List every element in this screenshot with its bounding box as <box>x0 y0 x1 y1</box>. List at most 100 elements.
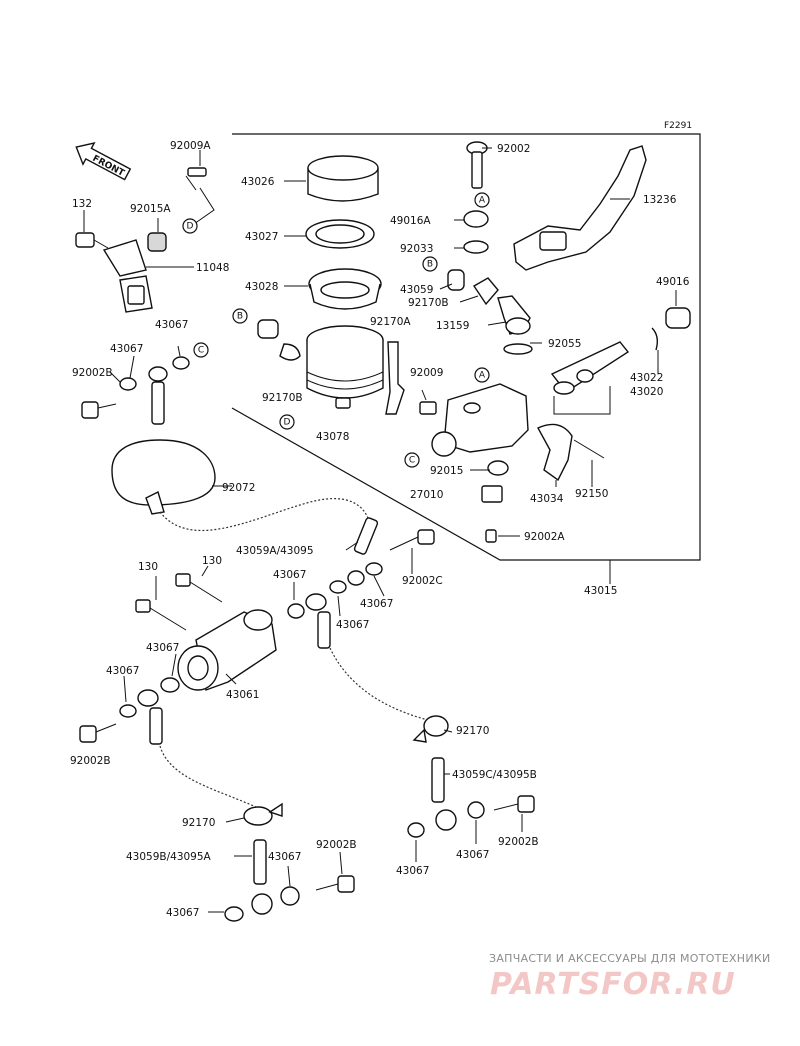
svg-text:B: B <box>237 312 243 322</box>
label-92015: 92015 <box>430 465 463 477</box>
washer-43067-j <box>224 906 244 922</box>
clip-92170B-left <box>257 319 301 361</box>
washer-43067-g <box>160 677 180 693</box>
clamp-92170-left <box>243 802 283 826</box>
label-92072: 92072 <box>222 482 255 494</box>
label-92170-1: 92170 <box>456 725 489 737</box>
banjo-fitting-left-top <box>148 366 168 425</box>
bolt-130-a <box>175 573 223 603</box>
svg-text:B: B <box>427 260 433 270</box>
label-43015: 43015 <box>584 585 617 597</box>
reservoir-cap-43026 <box>307 155 379 202</box>
washer-43067-l <box>407 822 425 838</box>
assembly-frame <box>231 133 701 561</box>
label-92002B-2: 92002B <box>70 755 111 767</box>
bolt-92002B-low-right <box>493 795 535 813</box>
plate-43027 <box>305 219 375 249</box>
diagram-code: F2291 <box>664 121 692 131</box>
label-92002A: 92002A <box>524 531 565 543</box>
ref-circle-a: A A <box>474 192 490 383</box>
bolt-132 <box>75 232 109 249</box>
clamp-92170-right <box>412 715 449 743</box>
label-43020: 43020 <box>630 386 663 398</box>
label-132: 132 <box>72 198 92 210</box>
label-92015A: 92015A <box>130 203 171 215</box>
washer-43067-d <box>365 562 383 576</box>
part-labels: 92009A 132 92015A 11048 43067 43067 9200… <box>70 140 690 919</box>
switch-27010 <box>481 485 503 503</box>
label-43067-3: 43067 <box>273 569 306 581</box>
label-92150: 92150 <box>575 488 608 500</box>
label-92009A: 92009A <box>170 140 211 152</box>
hose-lower-left <box>159 745 259 809</box>
label-13159: 13159 <box>436 320 469 332</box>
label-43067-8: 43067 <box>268 851 301 863</box>
bolt-92002B-low-left <box>315 875 355 893</box>
circlip-43022 <box>651 327 659 351</box>
label-43067-10: 43067 <box>396 865 429 877</box>
svg-text:C: C <box>198 346 204 356</box>
label-43026: 43026 <box>241 176 275 188</box>
plug-43059 <box>447 269 465 291</box>
bolt-130-b <box>135 599 187 631</box>
hose-fitting-43059B <box>251 839 273 915</box>
hose-upper <box>159 498 369 531</box>
clip-92170B <box>473 277 499 306</box>
bolt-92002B-left <box>79 723 117 743</box>
label-92002B-3: 92002B <box>316 839 357 851</box>
svg-text:D: D <box>284 418 291 428</box>
label-92170B-2: 92170B <box>408 297 449 309</box>
banjo-fitting-mid <box>305 593 331 649</box>
label-43067-6: 43067 <box>146 642 179 654</box>
svg-text:A: A <box>479 196 486 206</box>
bracket-92170A <box>385 341 405 415</box>
ref-circle-b: B B <box>232 256 438 324</box>
master-cylinder-body <box>431 383 529 457</box>
bracket-11048 <box>102 239 153 313</box>
washer-43067-e <box>329 580 347 594</box>
label-43067-5: 43067 <box>336 619 369 631</box>
label-43067-1: 43067 <box>155 319 188 331</box>
label-27010: 27010 <box>410 489 443 501</box>
label-43022: 43022 <box>630 372 663 384</box>
svg-text:D: D <box>187 222 194 232</box>
screw-92002 <box>466 141 488 189</box>
bolt-92002B-top <box>81 401 117 419</box>
label-49016: 49016 <box>656 276 690 288</box>
label-43061: 43061 <box>226 689 259 701</box>
oring-92055 <box>503 343 533 355</box>
watermark-logo: PARTSFOR.RU <box>490 967 736 1002</box>
clamp-tab <box>145 491 165 515</box>
clamp-43034 <box>537 423 573 482</box>
washer-43067-i <box>280 886 300 906</box>
svg-text:A: A <box>479 371 486 381</box>
collar-92015A <box>147 232 167 252</box>
bolt-92009A <box>185 167 207 191</box>
label-92055: 92055 <box>548 338 581 350</box>
leader-lines <box>83 147 677 913</box>
dust-seal-49016 <box>665 307 691 329</box>
bolt-92150 <box>573 439 605 459</box>
label-49016A: 49016A <box>390 215 431 227</box>
washer-43067-k <box>467 801 485 819</box>
label-43067-2: 43067 <box>110 343 143 355</box>
bolt-92002A <box>485 529 497 543</box>
front-arrow-icon: FRONT <box>75 142 132 181</box>
hose-fitting-43059C <box>431 757 457 831</box>
label-92002B-4: 92002B <box>498 836 539 848</box>
hose-fitting-43059A <box>353 517 379 555</box>
label-11048: 11048 <box>196 262 229 274</box>
banjo-fitting-left-low <box>137 689 163 745</box>
ref-circle-c: C C <box>193 342 420 468</box>
label-43027: 43027 <box>245 231 278 243</box>
label-43078: 43078 <box>316 431 349 443</box>
label-130-1: 130 <box>202 555 222 567</box>
watermark-tagline: ЗАПЧАСТИ И АКСЕССУАРЫ ДЛЯ МОТОТЕХНИКИ <box>489 952 771 965</box>
piston-kit-43020 <box>550 341 630 395</box>
collar-92015 <box>487 460 509 476</box>
label-43067-9: 43067 <box>456 849 489 861</box>
washer-43067-f <box>287 603 305 619</box>
label-13236: 13236 <box>643 194 677 206</box>
washer-43067-c <box>347 570 365 586</box>
